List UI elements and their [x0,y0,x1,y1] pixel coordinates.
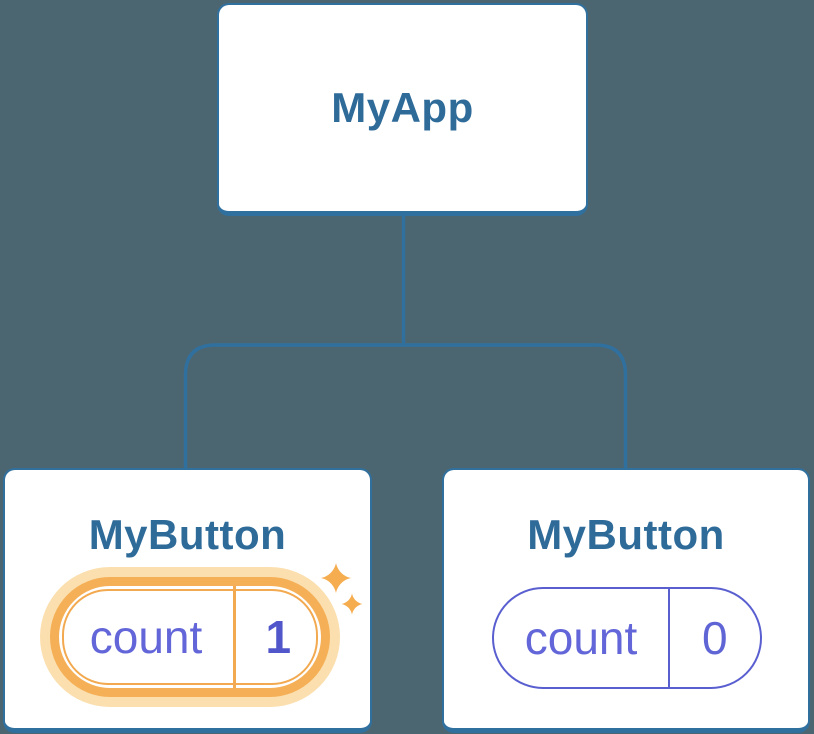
node-title: MyButton [88,511,287,558]
state-pill-divider [233,586,236,688]
state-pill-highlighted: count 1 [50,577,330,697]
tree-node-child-left: MyButton count 1 [3,468,372,733]
state-pill: count 0 [492,587,762,689]
state-value: 1 [265,611,292,663]
node-title: MyButton [527,511,725,558]
tree-node-child-right: MyButton count 0 [442,468,810,733]
sparkle-icon [321,563,363,615]
state-value: 0 [701,612,728,664]
state-label: count [89,611,203,663]
state-label: count [524,612,638,664]
state-pill-divider [668,589,670,687]
tree-node-root: MyApp [217,3,588,216]
node-title: MyApp [331,83,474,131]
